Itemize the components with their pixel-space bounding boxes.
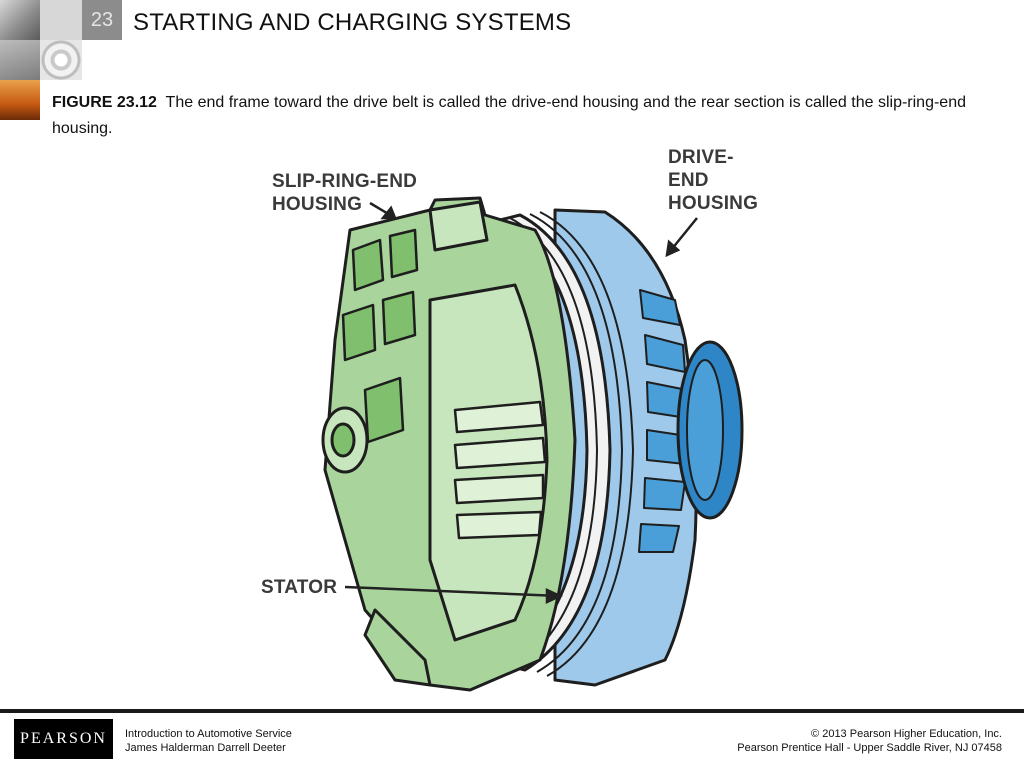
thumbnail-image — [40, 0, 82, 40]
footer-divider — [0, 709, 1024, 713]
pearson-logo: PEARSON — [14, 719, 113, 759]
wheel-thumbnail-image — [40, 40, 82, 80]
page-title: STARTING AND CHARGING SYSTEMS — [133, 9, 572, 36]
footer-copyright: © 2013 Pearson Higher Education, Inc. Pe… — [737, 727, 1002, 755]
slip-ring-end-label-line1: SLIP-RING-END — [272, 171, 418, 192]
chapter-number-badge: 23 — [82, 0, 122, 40]
stator-label: STATOR — [261, 577, 338, 598]
book-title: Introduction to Automotive Service — [125, 728, 292, 740]
publisher-text: Pearson Prentice Hall - Upper Saddle Riv… — [737, 742, 1002, 754]
footer-book-info: Introduction to Automotive Service James… — [125, 727, 292, 755]
drive-end-label-line2: END — [668, 170, 709, 191]
drive-end-label-line3: HOUSING — [668, 193, 759, 214]
alternator-illustration — [321, 196, 744, 692]
book-authors: James Halderman Darrell Deeter — [125, 742, 286, 754]
sports-car-thumbnail-image — [0, 80, 40, 120]
car-thumbnail-image — [0, 0, 40, 40]
figure-label: FIGURE 23.12 — [52, 94, 157, 111]
slip-ring-end-label-line2: HOUSING — [272, 194, 363, 215]
slip-ring-end-label: SLIP-RING-END HOUSING — [272, 170, 417, 216]
drive-end-label: DRIVE- END HOUSING — [668, 146, 758, 215]
caption-text: The end frame toward the drive belt is c… — [52, 94, 966, 137]
engine-thumbnail-image — [0, 40, 40, 80]
drive-end-label-line1: DRIVE- — [668, 147, 734, 168]
copyright-text: © 2013 Pearson Higher Education, Inc. — [811, 728, 1002, 740]
figure-caption: FIGURE 23.12 The end frame toward the dr… — [52, 90, 992, 142]
